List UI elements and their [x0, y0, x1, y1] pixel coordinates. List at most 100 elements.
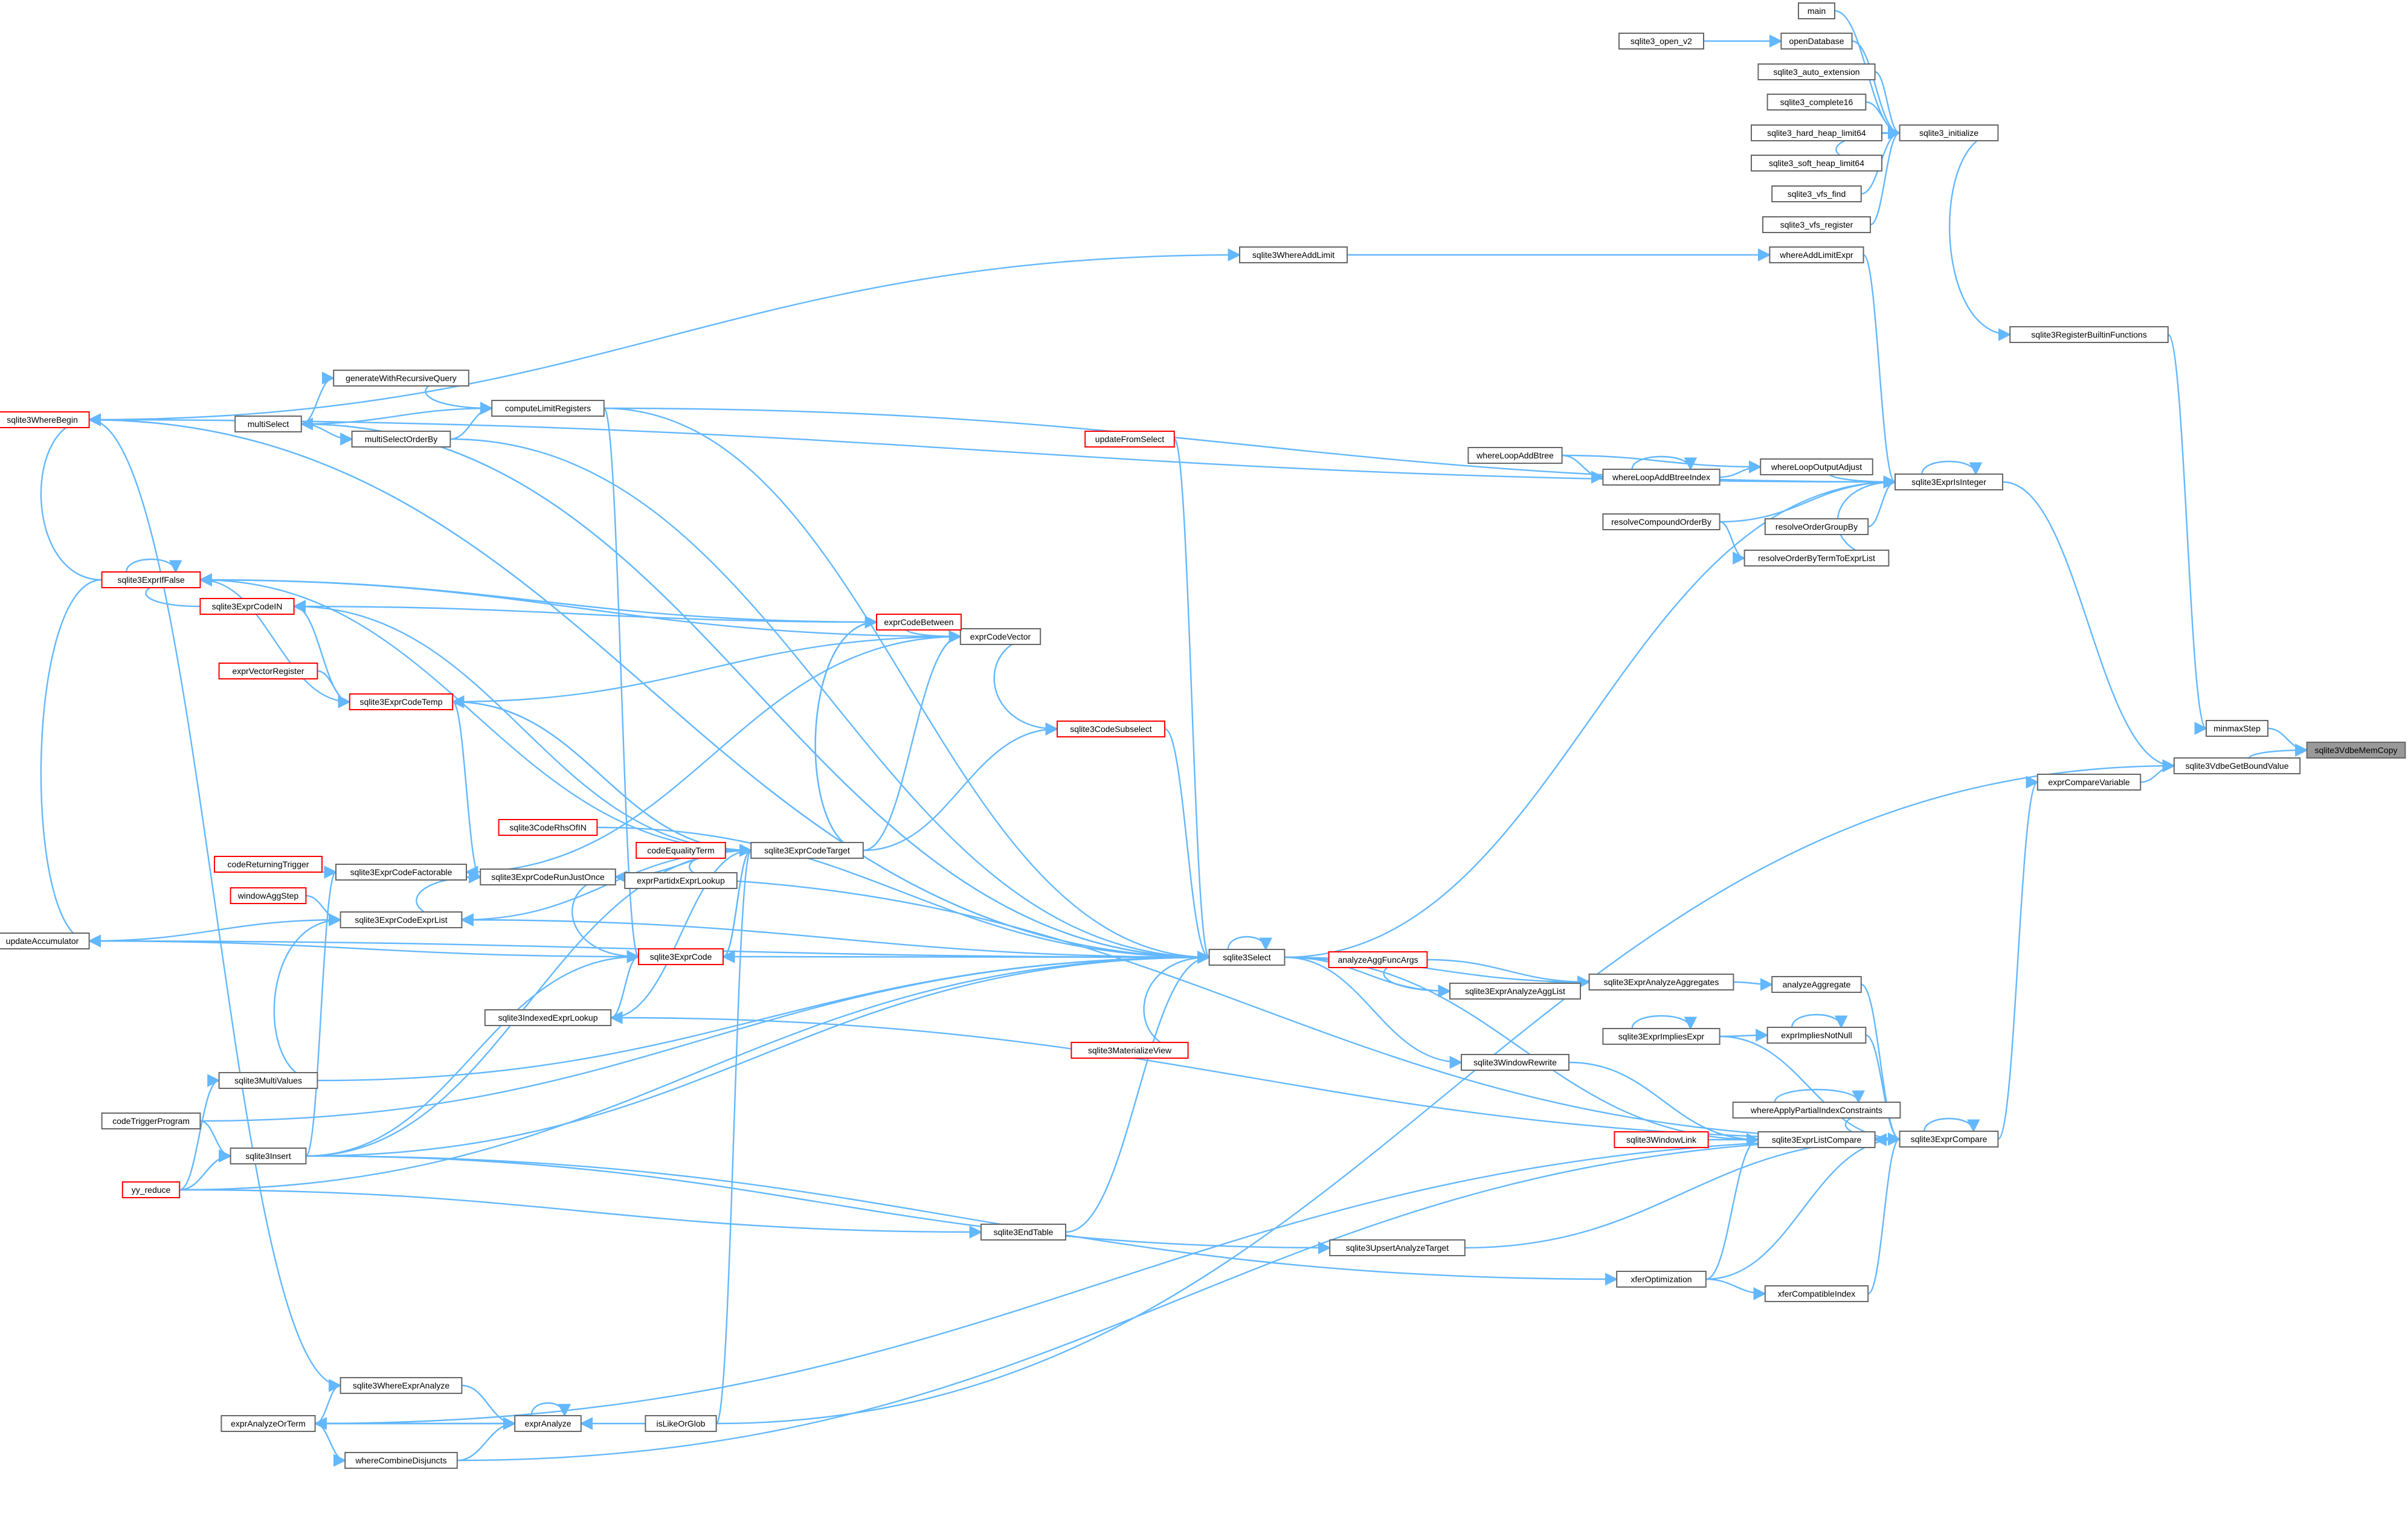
node-resolveOrderGroupBy[interactable]: resolveOrderGroupBy — [1764, 518, 1869, 535]
node-openDatabase[interactable]: openDatabase — [1780, 33, 1853, 50]
node-sqlite3WindowRewrite[interactable]: sqlite3WindowRewrite — [1461, 1054, 1569, 1071]
node-box[interactable] — [636, 842, 726, 859]
node-sqlite3ExprAnalyzeAggList[interactable]: sqlite3ExprAnalyzeAggList — [1449, 983, 1581, 1000]
node-xferOptimization[interactable]: xferOptimization — [1616, 1271, 1707, 1288]
node-sqlite3ExprCompare[interactable]: sqlite3ExprCompare — [1899, 1131, 1999, 1148]
node-box[interactable] — [218, 663, 318, 679]
node-box[interactable] — [491, 400, 605, 417]
node-box[interactable] — [638, 948, 724, 965]
node-exprAnalyze[interactable]: exprAnalyze — [514, 1415, 582, 1432]
node-box[interactable] — [333, 370, 469, 387]
node-yy_reduce[interactable]: yy_reduce — [121, 1181, 181, 1198]
node-box[interactable] — [1899, 1131, 1999, 1148]
node-sqlite3_initialize[interactable]: sqlite3_initialize — [1899, 124, 1999, 141]
node-sqlite3CodeSubselect[interactable]: sqlite3CodeSubselect — [1057, 721, 1165, 737]
node-sqlite3ExprCodeExprList[interactable]: sqlite3ExprCodeExprList — [340, 911, 463, 928]
node-box[interactable] — [1208, 949, 1286, 966]
node-box[interactable] — [1760, 458, 1873, 475]
node-box[interactable] — [1084, 431, 1175, 448]
node-analyzeAggregate[interactable]: analyzeAggregate — [1771, 976, 1862, 993]
node-box[interactable] — [1467, 447, 1563, 464]
node-sqlite3ExprIfFalse[interactable]: sqlite3ExprIfFalse — [101, 571, 201, 588]
node-generateWithRecursiveQuery[interactable]: generateWithRecursiveQuery — [333, 370, 469, 387]
node-box[interactable] — [0, 411, 90, 428]
node-box[interactable] — [218, 1072, 318, 1089]
node-whereAddLimitExpr[interactable]: whereAddLimitExpr — [1769, 246, 1864, 263]
node-sqlite3_soft_heap_limit64[interactable]: sqlite3_soft_heap_limit64 — [1751, 155, 1882, 172]
node-box[interactable] — [2306, 742, 2406, 759]
node-box[interactable] — [1762, 216, 1871, 233]
node-box[interactable] — [1239, 246, 1348, 263]
node-sqlite3UpsertAnalyzeTarget[interactable]: sqlite3UpsertAnalyzeTarget — [1329, 1239, 1466, 1256]
node-sqlite3_auto_extension[interactable]: sqlite3_auto_extension — [1757, 63, 1876, 80]
node-sqlite3ExprCodeFactorable[interactable]: sqlite3ExprCodeFactorable — [335, 864, 467, 881]
node-sqlite3WindowLink[interactable]: sqlite3WindowLink — [1614, 1131, 1709, 1148]
node-sqlite3VdbeGetBoundValue[interactable]: sqlite3VdbeGetBoundValue — [2173, 757, 2301, 774]
node-codeEqualityTerm[interactable]: codeEqualityTerm — [636, 842, 726, 859]
node-box[interactable] — [480, 868, 616, 885]
node-sqlite3ExprCode[interactable]: sqlite3ExprCode — [638, 948, 724, 965]
node-sqlite3RegisterBuiltinFunctions[interactable]: sqlite3RegisterBuiltinFunctions — [2009, 326, 2169, 343]
node-box[interactable] — [1895, 474, 2003, 490]
node-sqlite3MaterializeView[interactable]: sqlite3MaterializeView — [1070, 1042, 1189, 1059]
node-exprPartidxExprLookup[interactable]: exprPartidxExprLookup — [624, 872, 738, 889]
node-sqlite3WhereExprAnalyze[interactable]: sqlite3WhereExprAnalyze — [340, 1377, 463, 1394]
node-whereLoopOutputAdjust[interactable]: whereLoopOutputAdjust — [1760, 458, 1873, 475]
node-box[interactable] — [624, 872, 738, 889]
node-sqlite3ExprCodeTemp[interactable]: sqlite3ExprCodeTemp — [349, 693, 454, 710]
node-box[interactable] — [1751, 124, 1882, 141]
node-minmaxStep[interactable]: minmaxStep — [2206, 720, 2268, 737]
node-box[interactable] — [1328, 951, 1428, 968]
node-box[interactable] — [1780, 33, 1853, 50]
node-box[interactable] — [1070, 1042, 1189, 1059]
node-exprCodeBetween[interactable]: exprCodeBetween — [876, 614, 962, 631]
node-sqlite3ExprCodeRunJustOnce[interactable]: sqlite3ExprCodeRunJustOnce — [480, 868, 616, 885]
node-whereLoopAddBtree[interactable]: whereLoopAddBtree — [1467, 447, 1563, 464]
node-sqlite3Insert[interactable]: sqlite3Insert — [230, 1148, 307, 1164]
node-sqlite3ExprIsInteger[interactable]: sqlite3ExprIsInteger — [1895, 474, 2003, 490]
node-box[interactable] — [1732, 1102, 1901, 1119]
node-box[interactable] — [1764, 1285, 1869, 1302]
node-exprCompareVariable[interactable]: exprCompareVariable — [2036, 774, 2142, 791]
node-sqlite3_complete16[interactable]: sqlite3_complete16 — [1766, 94, 1867, 111]
node-sqlite3_vfs_find[interactable]: sqlite3_vfs_find — [1771, 185, 1862, 202]
node-box[interactable] — [2173, 757, 2301, 774]
node-box[interactable] — [1449, 983, 1581, 1000]
node-box[interactable] — [1588, 974, 1734, 990]
node-sqlite3MultiValues[interactable]: sqlite3MultiValues — [218, 1072, 318, 1089]
node-sqlite3WhereBegin[interactable]: sqlite3WhereBegin — [0, 411, 90, 428]
node-whereLoopAddBtreeIndex[interactable]: whereLoopAddBtreeIndex — [1602, 469, 1721, 486]
node-box[interactable] — [1766, 1027, 1867, 1044]
node-box[interactable] — [498, 819, 598, 836]
node-box[interactable] — [980, 1224, 1066, 1241]
node-codeTriggerProgram[interactable]: codeTriggerProgram — [101, 1112, 201, 1129]
node-box[interactable] — [484, 1009, 612, 1026]
node-sqlite3_open_v2[interactable]: sqlite3_open_v2 — [1618, 33, 1704, 50]
node-sqlite3WhereAddLimit[interactable]: sqlite3WhereAddLimit — [1239, 246, 1348, 263]
node-box[interactable] — [230, 1148, 307, 1164]
node-codeReturningTrigger[interactable]: codeReturningTrigger — [214, 856, 323, 873]
node-box[interactable] — [1899, 124, 1999, 141]
node-box[interactable] — [214, 856, 323, 873]
node-sqlite3IndexedExprLookup[interactable]: sqlite3IndexedExprLookup — [484, 1009, 612, 1026]
node-box[interactable] — [121, 1181, 181, 1198]
node-computeLimitRegisters[interactable]: computeLimitRegisters — [491, 400, 605, 417]
node-box[interactable] — [1766, 94, 1867, 111]
node-box[interactable] — [2009, 326, 2169, 343]
node-box[interactable] — [1751, 155, 1882, 172]
node-box[interactable] — [1602, 1028, 1721, 1045]
node-box[interactable] — [1461, 1054, 1569, 1071]
node-sqlite3ExprListCompare[interactable]: sqlite3ExprListCompare — [1757, 1131, 1876, 1148]
node-box[interactable] — [1057, 721, 1165, 737]
node-box[interactable] — [2206, 720, 2268, 737]
node-sqlite3_vfs_register[interactable]: sqlite3_vfs_register — [1762, 216, 1871, 233]
node-exprCodeVector[interactable]: exprCodeVector — [959, 628, 1041, 645]
node-box[interactable] — [344, 1452, 458, 1469]
node-box[interactable] — [221, 1415, 316, 1432]
node-sqlite3ExprCodeTarget[interactable]: sqlite3ExprCodeTarget — [750, 842, 864, 859]
node-sqlite3ExprImpliesExpr[interactable]: sqlite3ExprImpliesExpr — [1602, 1028, 1721, 1045]
node-windowAggStep[interactable]: windowAggStep — [230, 887, 307, 904]
node-box[interactable] — [645, 1415, 717, 1432]
node-xferCompatibleIndex[interactable]: xferCompatibleIndex — [1764, 1285, 1869, 1302]
node-box[interactable] — [959, 628, 1041, 645]
